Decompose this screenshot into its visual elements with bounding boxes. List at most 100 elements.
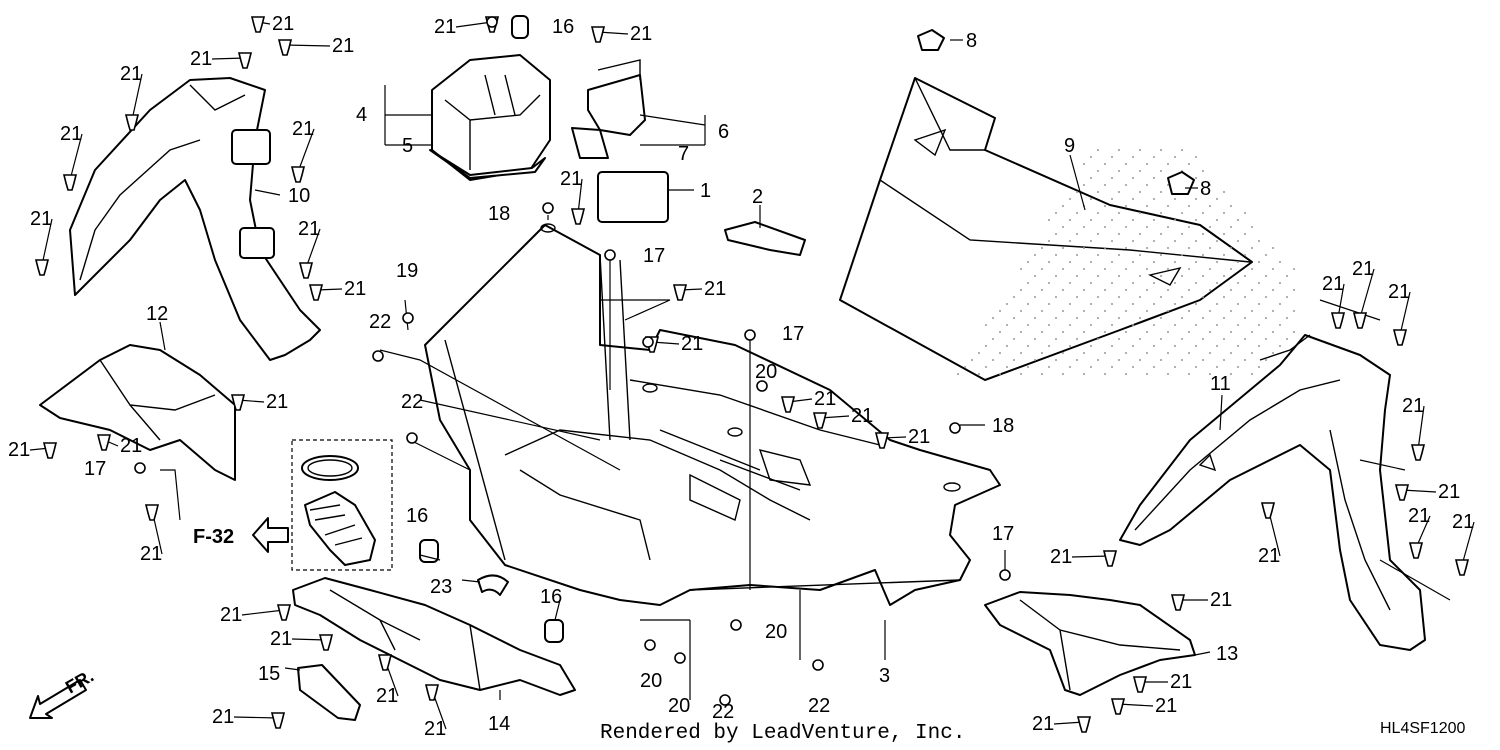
shading-dot [1195,240,1197,242]
trim-clip [144,504,160,521]
shading-dot [1034,338,1036,340]
shading-dot [1286,275,1288,277]
shading-dot [1237,366,1239,368]
shading-dot [1160,191,1162,193]
shading-dot [1097,149,1099,151]
trim-clip [62,174,78,191]
shading-dot [1090,219,1092,221]
callout-21: 21 [560,168,582,190]
callout-14: 14 [488,713,510,735]
shading-dot [1013,338,1015,340]
trim-clip [1392,329,1408,346]
screw-fastener [406,432,418,444]
shading-dot [1034,359,1036,361]
shading-dot [1111,303,1113,305]
shading-dot [1223,233,1225,235]
shading-dot [1146,352,1148,354]
shading-dot [1188,163,1190,165]
shading-dot [1209,268,1211,270]
shading-dot [1055,275,1057,277]
shading-dot [1202,170,1204,172]
front-body-part-3 [424,223,1001,606]
shading-dot [1020,331,1022,333]
shading-dot [1069,366,1071,368]
shading-dot [1118,275,1120,277]
shading-dot [1062,331,1064,333]
shading-dot [1160,338,1162,340]
screw-fastener [744,329,756,341]
shading-dot [971,359,973,361]
shading-dot [992,317,994,319]
callout-21: 21 [434,16,456,38]
callout-21-leader [41,218,53,266]
shading-dot [1041,352,1043,354]
shading-dot [1132,366,1134,368]
callout-15: 15 [258,663,280,685]
screw-fastener [719,694,731,706]
shading-dot [1195,366,1197,368]
callout-21-leader [284,44,331,47]
callout-21: 21 [190,48,212,70]
shading-dot [1104,247,1106,249]
callout-12: 12 [146,303,168,325]
shading-dot [1062,352,1064,354]
shading-dot [1139,254,1141,256]
shading-dot [1258,366,1260,368]
callout-20-right: 20 [765,621,787,643]
shading-dot [1160,212,1162,214]
shading-dot [1146,226,1148,228]
shading-dot [999,331,1001,333]
shading-dot [1216,240,1218,242]
shading-dot [1181,296,1183,298]
shading-dot [1104,289,1106,291]
callout-21: 21 [424,718,446,740]
callout-21: 21 [1050,546,1072,568]
shading-dot [1006,303,1008,305]
shading-dot [1118,338,1120,340]
screw-fastener [486,16,498,28]
shading-dot [1076,338,1078,340]
trim-clip [124,114,140,131]
front-direction-arrow [29,679,87,719]
shading-dot [1265,296,1267,298]
shading-dot [1209,226,1211,228]
shading-dot [1048,240,1050,242]
shading-dot [1055,359,1057,361]
shading-dot [1090,282,1092,284]
shading-dot [1216,345,1218,347]
shading-dot [1076,254,1078,256]
callout-21: 21 [220,604,242,626]
shading-dot [1167,247,1169,249]
callout-21-leader [1117,703,1154,707]
shading-dot [1188,247,1190,249]
shading-dot [1195,282,1197,284]
callout-21-leader [577,178,583,215]
shading-dot [1055,233,1057,235]
shading-dot [1125,268,1127,270]
shading-dot [1230,226,1232,228]
shading-dot [1272,352,1274,354]
shading-dot [1188,373,1190,375]
callout-21: 21 [30,208,52,230]
shading-dot [1041,331,1043,333]
shading-dot [1160,233,1162,235]
shading-dot [1132,219,1134,221]
callout-21: 21 [332,35,354,57]
shading-dot [1174,324,1176,326]
shading-dot [1202,338,1204,340]
shading-dot [1258,324,1260,326]
shading-dot [1083,163,1085,165]
shading-dot [1223,191,1225,193]
callout-21: 21 [851,405,873,427]
shading-dot [1062,268,1064,270]
callout-21: 21 [376,685,398,707]
shading-dot [1293,310,1295,312]
shading-dot [964,366,966,368]
shading-dot [985,345,987,347]
shading-dot [1202,275,1204,277]
callout-21-leader [1417,405,1425,451]
shading-dot [1006,366,1008,368]
shading-dot [1258,345,1260,347]
trim-clip [250,16,266,33]
shading-dot [1202,212,1204,214]
